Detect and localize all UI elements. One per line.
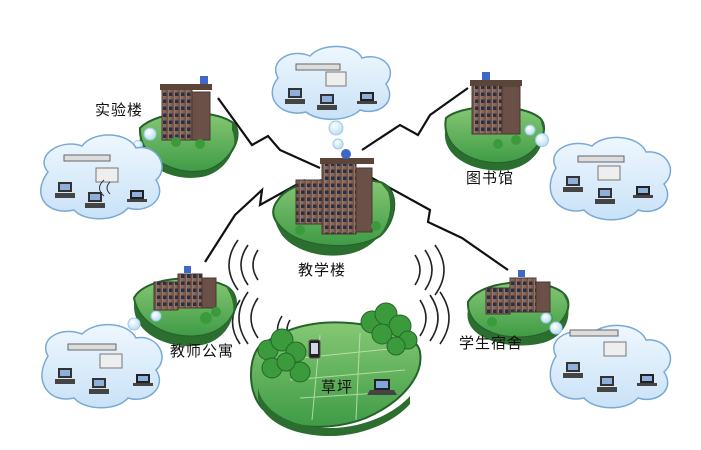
lab-building xyxy=(160,76,212,149)
link-teaching-dorm xyxy=(371,177,509,271)
wireless-links xyxy=(204,87,509,271)
library-label: 图书馆 xyxy=(466,169,515,187)
link-teaching-faculty xyxy=(204,179,306,263)
lawn-area xyxy=(249,302,422,436)
faculty-label: 教师公寓 xyxy=(170,342,235,360)
teaching-label: 教学楼 xyxy=(298,261,347,279)
dorm-node xyxy=(466,270,570,346)
computer-icon xyxy=(55,182,75,198)
teaching-building xyxy=(295,149,381,235)
link-teaching-library xyxy=(361,87,469,151)
faculty-node xyxy=(127,266,237,347)
dorm-lan-cloud xyxy=(549,324,672,409)
faculty-building xyxy=(153,266,221,324)
faculty-bubbles xyxy=(127,310,162,331)
lab-label: 实验楼 xyxy=(95,101,144,119)
router-icon xyxy=(603,341,627,357)
laptop-icon xyxy=(637,374,657,386)
teaching-node xyxy=(272,149,396,256)
switch-icon xyxy=(577,155,625,163)
top-bubbles xyxy=(328,120,344,150)
library-node xyxy=(444,72,549,171)
computer-icon xyxy=(285,88,305,104)
library-building xyxy=(470,72,522,149)
phone-icon xyxy=(308,339,321,359)
dorm-bubbles xyxy=(540,312,563,335)
switch-icon xyxy=(63,154,111,162)
laptop-icon xyxy=(133,374,153,386)
computer-icon xyxy=(597,376,617,392)
computer-icon xyxy=(89,378,109,394)
dorm-label: 学生宿舍 xyxy=(459,334,524,352)
laptop-icon xyxy=(367,379,397,395)
laptop-icon xyxy=(357,92,377,104)
library-lan-cloud xyxy=(549,136,672,221)
router-icon xyxy=(95,167,119,183)
laptop-icon xyxy=(633,186,653,198)
faculty-lan-cloud xyxy=(41,323,163,409)
switch-icon xyxy=(67,343,117,351)
computer-icon xyxy=(563,176,583,192)
switch-icon xyxy=(569,329,619,337)
computer-icon xyxy=(563,362,583,378)
router-icon xyxy=(99,353,123,369)
router-icon xyxy=(597,165,621,181)
router-icon xyxy=(325,71,347,87)
computer-icon xyxy=(55,368,75,384)
tree-group xyxy=(257,302,418,383)
switch-icon xyxy=(295,63,341,71)
top-lan-cloud xyxy=(271,45,392,150)
computer-icon xyxy=(85,192,105,208)
lab-lan-cloud xyxy=(40,134,163,220)
laptop-icon xyxy=(127,190,147,202)
link-teaching-lab xyxy=(217,97,321,170)
computer-icon xyxy=(317,94,337,110)
computer-icon xyxy=(595,188,615,204)
lawn-label: 草坪 xyxy=(321,378,354,396)
library-bubbles xyxy=(524,124,549,147)
